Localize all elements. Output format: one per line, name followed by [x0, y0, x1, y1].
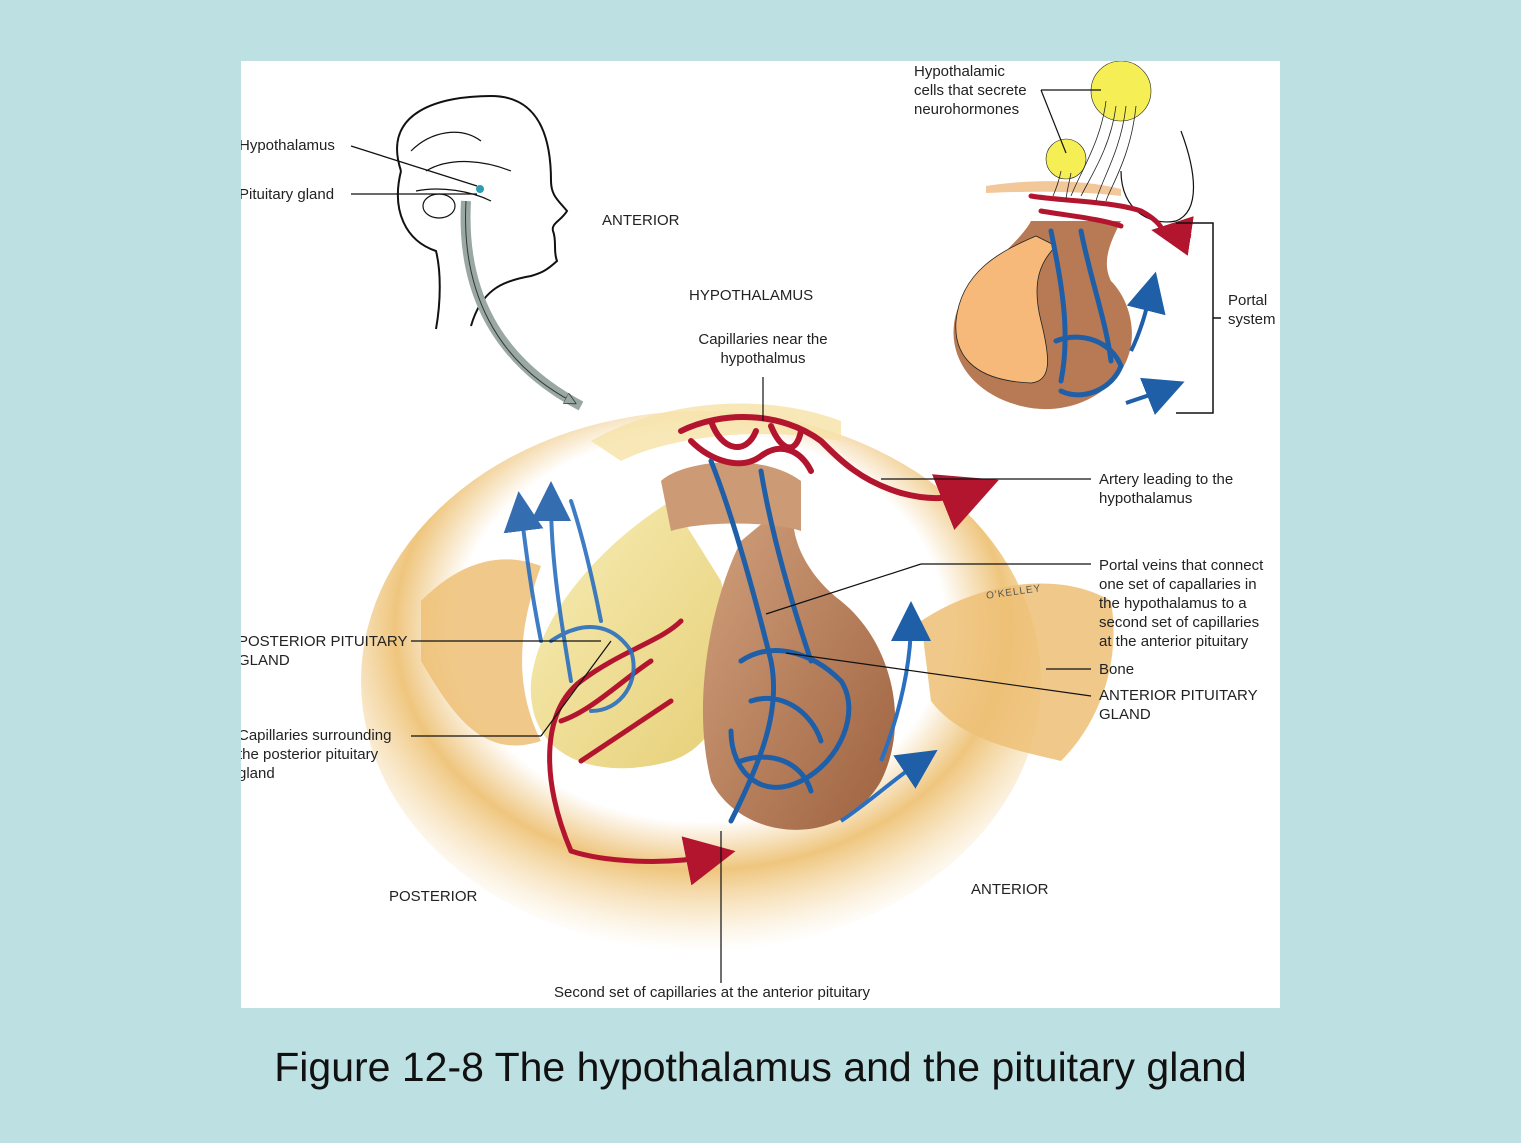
label-posterior-gland: POSTERIOR PITUITARY GLAND [241, 633, 408, 669]
figure-caption: Figure 12-8 The hypothalamus and the pit… [274, 1044, 1247, 1090]
pituitary-stalk [661, 462, 801, 531]
leader-hypothalamus-head [350, 145, 478, 187]
neuron-cluster-large [1090, 61, 1152, 122]
label-artery: Artery leading to the hypothalamus [1099, 471, 1234, 507]
label-bone: Bone [1099, 661, 1135, 678]
label-capillaries-near: Capillaries near the hypothalmus [698, 331, 828, 367]
figure-artwork [350, 61, 1221, 983]
head-pituitary-marker [476, 185, 484, 193]
hypothalamic-capillaries [678, 414, 904, 496]
neuron-cluster-small [1045, 138, 1087, 180]
bone-right [921, 583, 1114, 761]
portal-inset [953, 61, 1221, 415]
artery-inflow [900, 474, 999, 530]
bone-left [421, 559, 541, 746]
head-outline [396, 94, 569, 330]
label-anterior: ANTERIOR [971, 881, 1049, 898]
label-hypothalamic-cells: Hypothalamic cells that secrete neurohor… [914, 63, 1027, 118]
label-capillaries-posterior: Capillaries surrounding the posterior pi… [241, 727, 392, 782]
label-pituitary-head: Pituitary gland [241, 186, 335, 203]
figure-panel: Hypothalamus Pituitary gland ANTERIOR Hy… [241, 61, 1280, 1008]
main-leader-lines [411, 377, 1092, 983]
label-anterior-gland: ANTERIOR PITUITARY GLAND [1099, 687, 1258, 723]
label-second-set: Second set of capillaries at the anterio… [554, 984, 871, 1001]
zoom-arrow [460, 200, 584, 411]
label-posterior: POSTERIOR [389, 888, 478, 905]
label-anterior-head: ANTERIOR [602, 212, 680, 229]
label-portal-veins: Portal veins that connect one set of cap… [1099, 557, 1264, 650]
label-hypothalamus-head: Hypothalamus [241, 137, 335, 154]
label-portal-system: Portal system [1228, 292, 1276, 328]
posterior-arteries [547, 618, 736, 886]
label-hypothalamus-title: HYPOTHALAMUS [689, 287, 814, 304]
posterior-pituitary [530, 501, 731, 769]
portal-veins [708, 458, 852, 824]
anterior-vein-outflow-2 [839, 749, 938, 823]
posterior-veins [503, 481, 636, 713]
anterior-vein-outflow [879, 601, 931, 762]
